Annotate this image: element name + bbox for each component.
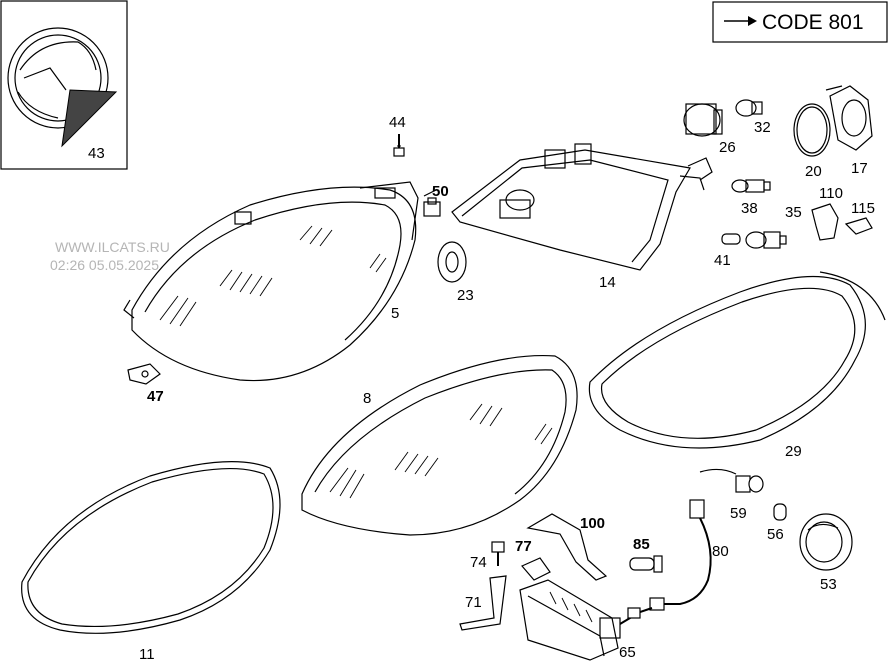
part-number-110: 110 (819, 185, 843, 202)
part-number-47: 47 (147, 388, 164, 405)
part-number-35: 35 (785, 204, 802, 221)
bulb-85 (629, 555, 663, 573)
watermark: WWW.ILCATS.RU 02:26 05.05.2025 (50, 239, 170, 273)
fog-lamp-65 (519, 579, 653, 661)
bulb-56 (773, 503, 787, 521)
right-arrow-icon (724, 16, 757, 26)
harness-80 (649, 499, 712, 611)
part-number-71: 71 (465, 594, 482, 611)
headlamp-5 (123, 181, 419, 382)
headlamp-8-reflections (329, 403, 553, 499)
bulb-35 (745, 231, 787, 249)
part-number-44: 44 (389, 114, 406, 131)
bracket-71 (459, 575, 507, 631)
holder-17 (825, 85, 873, 151)
housing-14 (451, 143, 713, 271)
part-number-8: 8 (363, 390, 371, 407)
part-number-29: 29 (785, 443, 802, 460)
part-number-59: 59 (730, 505, 747, 522)
bulb-38 (731, 179, 771, 193)
bracket-100 (526, 513, 608, 581)
code-box (712, 1, 888, 43)
watermark-line-2: 02:26 05.05.2025 (50, 257, 159, 273)
part-number-77: 77 (515, 538, 532, 555)
part-number-41: 41 (714, 252, 731, 269)
nut-77 (521, 557, 551, 581)
bulb-32 (735, 99, 763, 117)
watermark-line-1: WWW.ILCATS.RU (55, 239, 170, 255)
socket-26 (683, 103, 723, 137)
screw-44 (393, 134, 405, 157)
part-number-85: 85 (633, 536, 650, 553)
part-number-65: 65 (619, 644, 636, 661)
part-number-11: 11 (139, 646, 155, 663)
code-label: CODE 801 (762, 11, 864, 34)
part-number-100: 100 (580, 515, 605, 532)
headlamp-5-reflections (159, 225, 387, 327)
connector-50 (423, 189, 441, 217)
clip-47 (127, 363, 161, 385)
part-number-17: 17 (851, 160, 868, 177)
part-number-43: 43 (88, 145, 105, 162)
clip-115 (844, 217, 873, 235)
screw-74 (491, 541, 505, 566)
bulb-41 (721, 233, 741, 245)
part-number-56: 56 (767, 526, 784, 543)
part-number-20: 20 (805, 163, 822, 180)
seal-ring-20 (793, 103, 831, 157)
frame-29 (588, 271, 886, 449)
part-number-53: 53 (820, 576, 837, 593)
inset-box (0, 0, 128, 170)
part-number-80: 80 (712, 543, 729, 560)
part-number-115: 115 (851, 200, 875, 217)
clip-110 (811, 203, 839, 241)
part-number-5: 5 (391, 305, 399, 322)
part-number-14: 14 (599, 274, 616, 291)
inset-headlamp-lens (7, 27, 118, 148)
part-number-23: 23 (457, 287, 474, 304)
part-number-38: 38 (741, 200, 758, 217)
side-marker-53 (799, 513, 853, 571)
part-number-32: 32 (754, 119, 771, 136)
headlamp-8 (301, 354, 578, 536)
part-number-74: 74 (470, 554, 487, 571)
cap-23 (437, 241, 467, 283)
part-number-50: 50 (432, 183, 449, 200)
seal-11 (21, 461, 281, 634)
part-number-26: 26 (719, 139, 736, 156)
bulb-59 (699, 468, 764, 493)
